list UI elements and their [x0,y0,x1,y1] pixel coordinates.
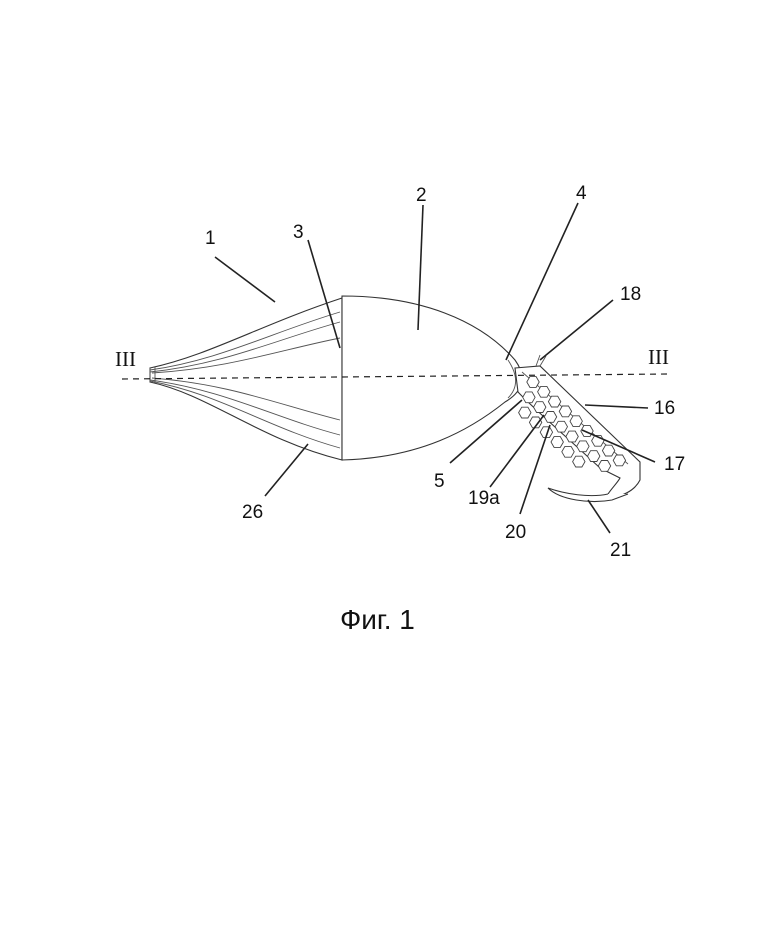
perforation-hexagon [527,377,539,388]
ref-1: 1 [205,228,216,249]
perforation-hexagon [519,407,531,418]
section-label-left: III [115,347,136,371]
perforation-hexagon [559,406,571,417]
bulb-body [342,296,522,460]
ref-17: 17 [664,454,685,475]
perforation-hexagon [577,441,589,452]
perforation-hexagon [534,402,546,413]
perforation-hexagon [588,451,600,462]
ref-2: 2 [416,185,427,206]
section-label-right: III [648,345,669,369]
ref-26: 26 [242,502,263,523]
perforation-hexagon [566,431,578,442]
perforation-hexagon [523,392,535,403]
ref-4: 4 [576,183,587,204]
perforation-hexagon [544,412,556,423]
perforation-hexagon [570,416,582,427]
perforation-hexagon [573,456,585,467]
ref-18: 18 [620,284,641,305]
ref-3: 3 [293,222,304,243]
perforation-hexagon [551,437,563,448]
ref-21: 21 [610,540,631,561]
perforation-hexagon [613,455,625,466]
perforation-hexagon [598,461,610,472]
perforation-hexagon [602,445,614,456]
perforation-hexagon [548,396,560,407]
ref-19a: 19a [468,488,500,509]
ref-5: 5 [434,471,445,492]
figure-caption: Фиг. 1 [340,604,415,635]
ref-16: 16 [654,398,675,419]
ref-20: 20 [505,522,526,543]
perforation-hexagon [562,446,574,457]
perforation-hexagon [538,386,550,397]
perforation-hexagon [555,421,567,432]
